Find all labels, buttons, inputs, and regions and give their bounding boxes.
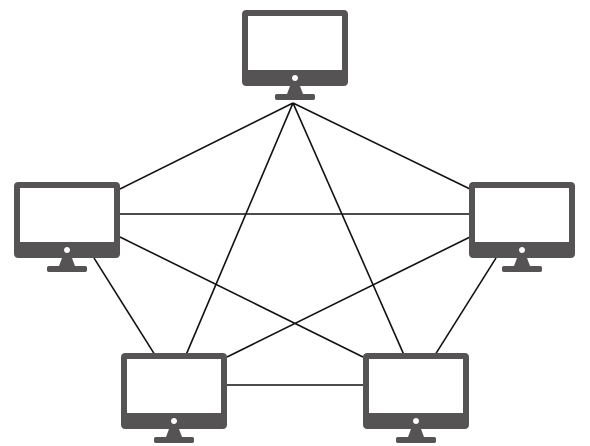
monitor-icon (469, 182, 575, 272)
monitor-stand-base (275, 94, 315, 100)
power-dot (519, 247, 525, 253)
monitor-stand-neck (287, 86, 303, 94)
monitor-stand-neck (408, 429, 424, 437)
monitor-icon (121, 353, 227, 443)
monitor-node-bottom-right (363, 353, 469, 443)
monitor-stand-base (502, 266, 542, 272)
monitor-node-top (242, 10, 348, 100)
power-dot (64, 247, 70, 253)
monitor-stand-neck (514, 258, 530, 266)
monitor-stand-base (396, 437, 436, 443)
connection-line-top-to-left (119, 102, 294, 190)
monitor-screen (475, 188, 569, 242)
monitor-node-left (14, 182, 120, 272)
connection-line-right-to-bottom-left (226, 236, 471, 358)
connection-line-top-to-bottom-left (185, 102, 294, 356)
connection-lines (93, 102, 497, 386)
monitor-screen (127, 359, 221, 413)
monitor-screen (248, 16, 342, 70)
monitor-icon (14, 182, 120, 272)
monitor-node-right (469, 182, 575, 272)
connection-line-top-to-bottom-right (292, 102, 405, 356)
connection-line-left-to-bottom-left (93, 257, 156, 356)
monitor-stand-base (154, 437, 194, 443)
monitor-stand-neck (166, 429, 182, 437)
power-dot (171, 418, 177, 424)
monitor-node-bottom-left (121, 353, 227, 443)
connection-line-left-to-bottom-right (119, 236, 364, 358)
monitor-screen (369, 359, 463, 413)
connection-line-right-to-bottom-right (434, 257, 497, 356)
monitor-icon (242, 10, 348, 100)
monitor-screen (20, 188, 114, 242)
power-dot (292, 75, 298, 81)
connection-line-top-to-right (292, 102, 471, 190)
monitor-icon (363, 353, 469, 443)
monitor-stand-neck (59, 258, 75, 266)
monitor-stand-base (47, 266, 87, 272)
power-dot (413, 418, 419, 424)
computer-nodes (14, 10, 575, 443)
